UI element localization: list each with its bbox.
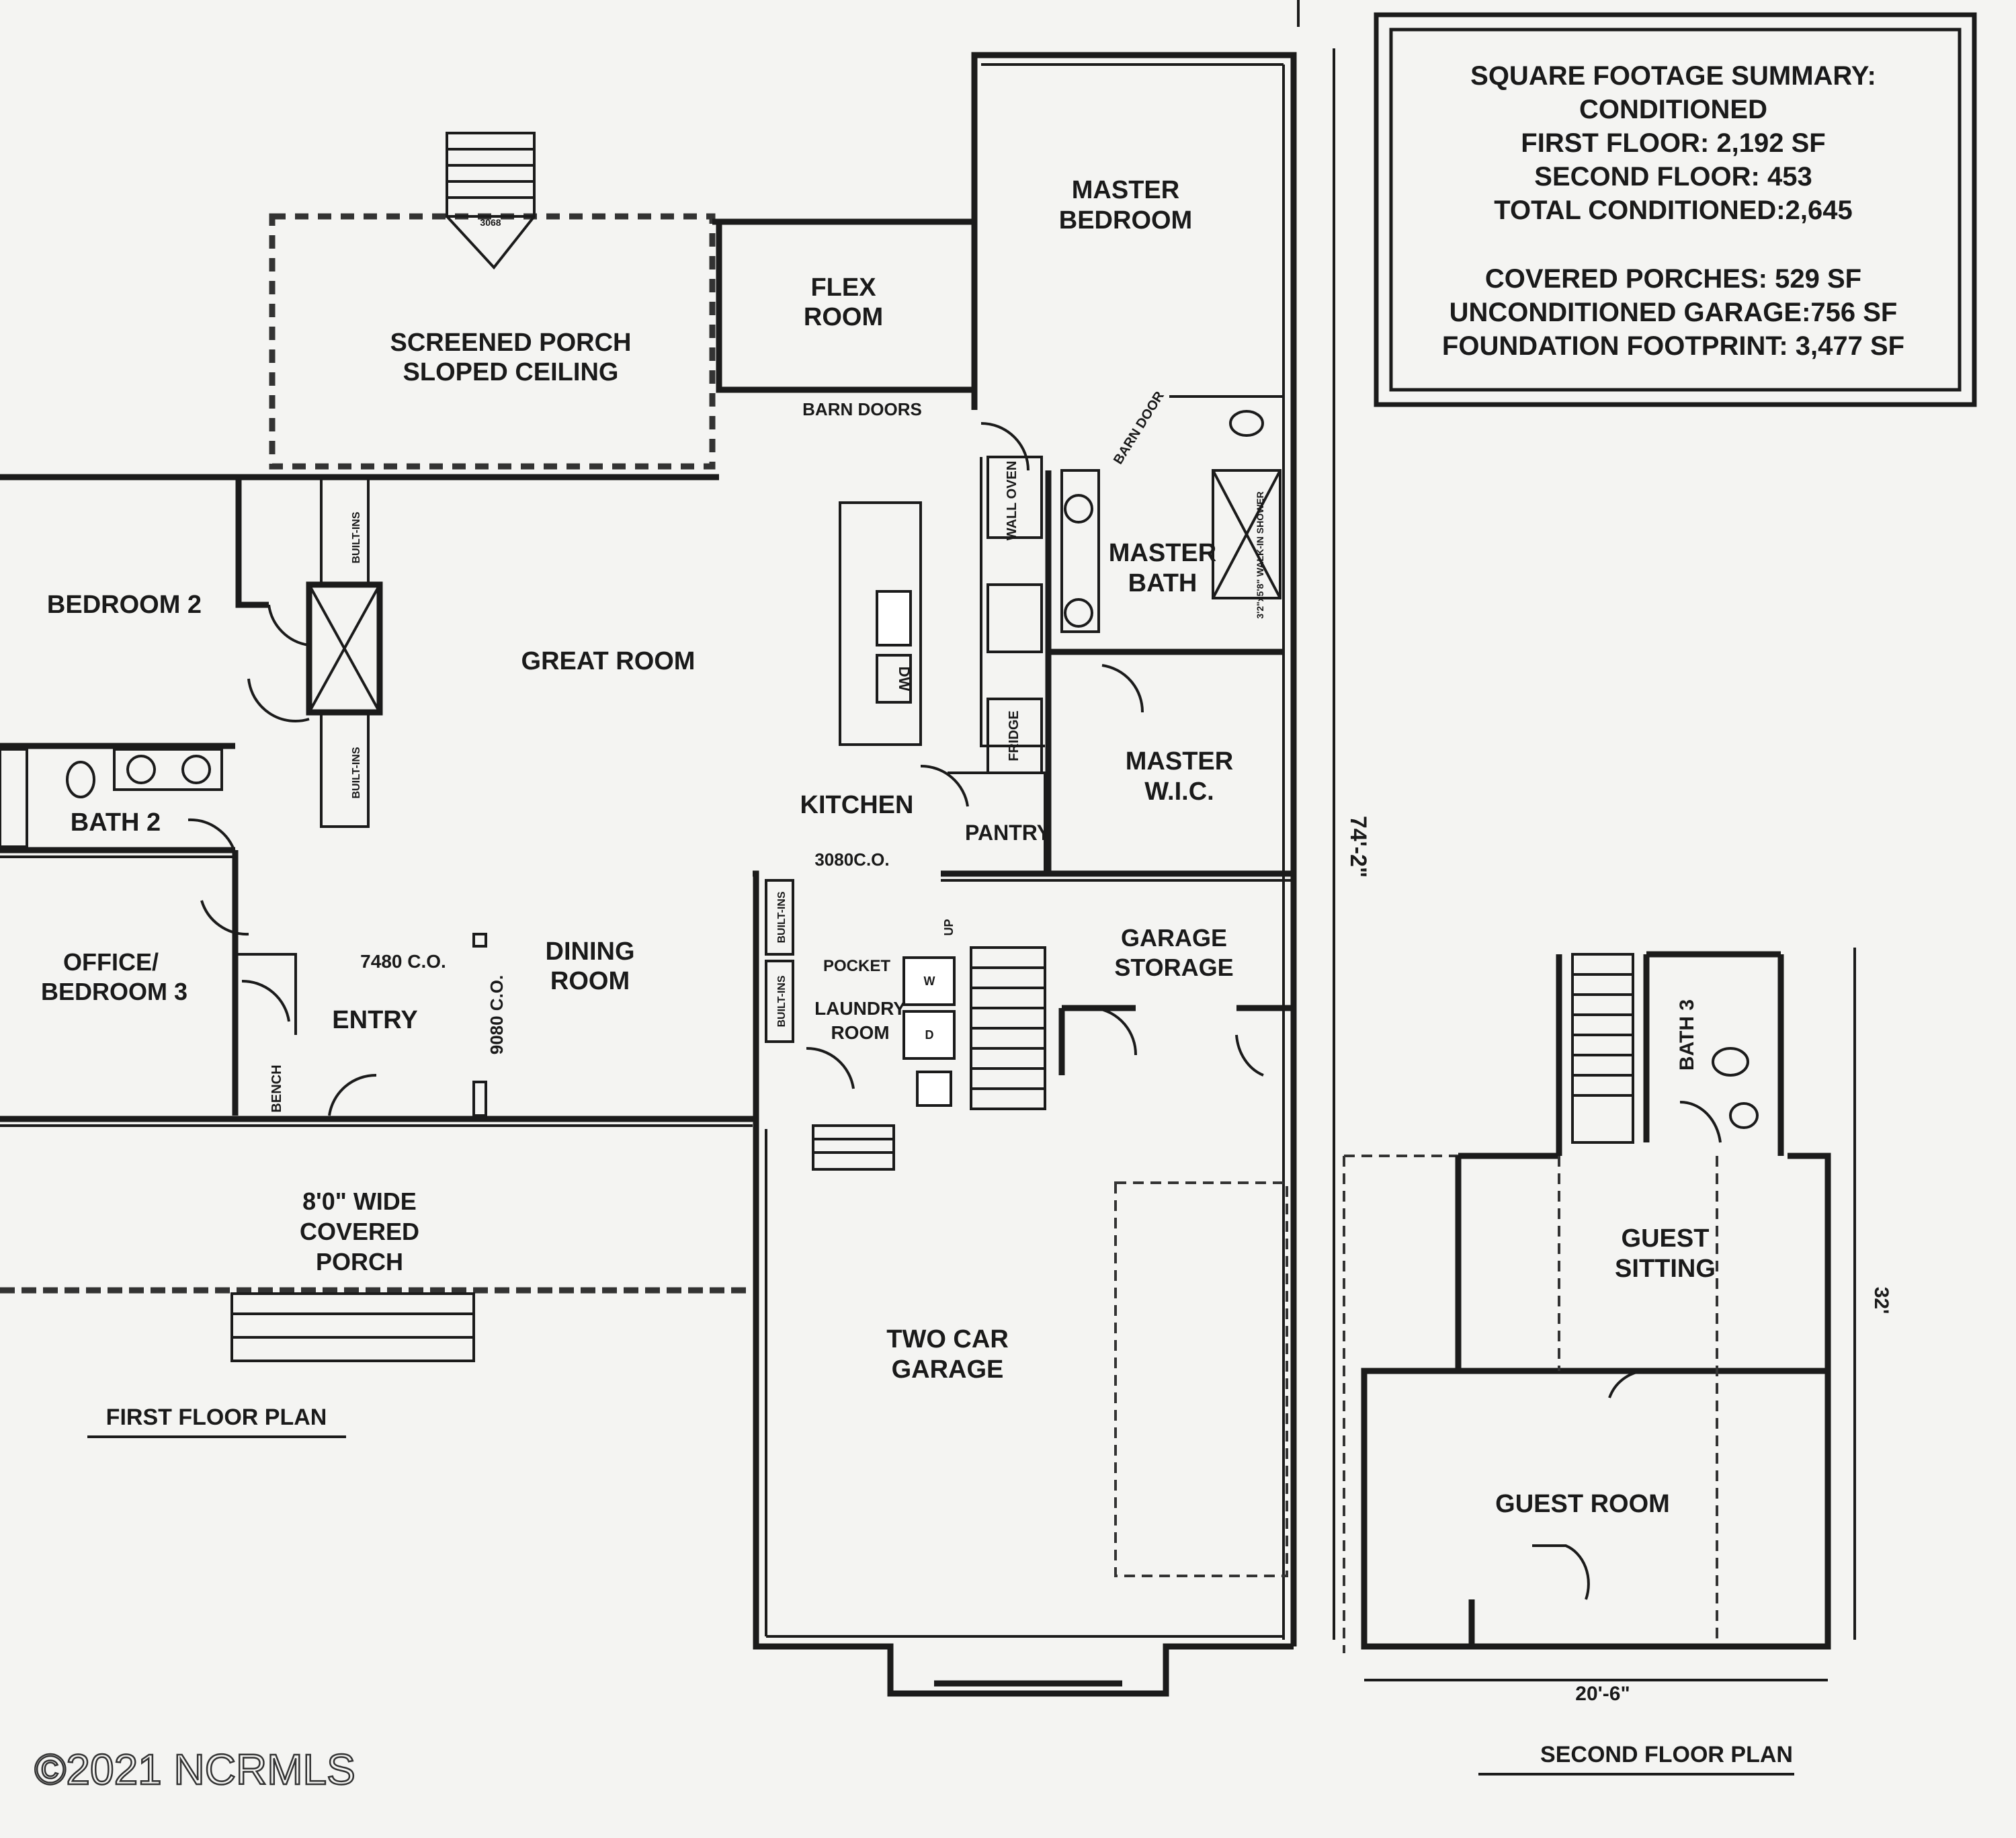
room-dining-2: ROOM	[550, 967, 630, 995]
room-covered-porch-2: COVERED	[300, 1218, 419, 1245]
summary-title: SQUARE FOOTAGE SUMMARY:	[1470, 61, 1876, 91]
room-master-wic: MASTER	[1126, 747, 1233, 776]
note-wall-oven: WALL OVEN	[1005, 461, 1019, 541]
room-master-wic-2: W.I.C.	[1144, 778, 1214, 806]
room-screened-porch: SCREENED PORCH	[390, 329, 632, 357]
note-walk-in-shower: 3'2"x5'8" WALK-IN SHOWER	[1255, 491, 1265, 619]
summary-foundation: FOUNDATION FOOTPRINT: 3,477 SF	[1442, 331, 1904, 361]
room-flex-2: ROOM	[804, 303, 883, 331]
room-master-bath-2: BATH	[1128, 569, 1198, 597]
second-floor-walls	[1343, 948, 1856, 1681]
note-built-ins-2: BUILT-INS	[351, 747, 362, 798]
room-bedroom-2: BEDROOM 2	[47, 591, 202, 619]
note-washer: W	[924, 974, 935, 988]
summary-porches: COVERED PORCHES: 529 SF	[1485, 264, 1861, 294]
note-9080-co: 9080 C.O.	[487, 975, 507, 1055]
note-up: UP	[942, 919, 956, 935]
room-office-2: BEDROOM 3	[41, 978, 187, 1005]
room-two-car-garage-2: GARAGE	[892, 1355, 1004, 1384]
first-floor-caption: FIRST FLOOR PLAN	[106, 1405, 327, 1430]
dimension-20-6: 20'-6"	[1575, 1683, 1630, 1705]
note-built-ins-4: BUILT-INS	[776, 975, 788, 1027]
room-guest-sitting: GUEST	[1622, 1224, 1710, 1253]
room-dining: DINING	[546, 937, 635, 966]
note-fridge: FRIDGE	[1007, 710, 1021, 761]
square-footage-summary: SQUARE FOOTAGE SUMMARY: CONDITIONED FIRS…	[1374, 12, 1977, 407]
room-master-bedroom: MASTER	[1072, 176, 1179, 204]
room-guest-sitting-2: SITTING	[1615, 1255, 1716, 1283]
room-guest-room: GUEST ROOM	[1495, 1490, 1670, 1518]
room-kitchen: KITCHEN	[800, 791, 914, 819]
room-garage-storage: GARAGE	[1121, 924, 1227, 952]
room-bath-2: BATH 2	[71, 808, 161, 837]
note-pocket: POCKET	[823, 957, 890, 975]
second-floor-labels: BATH 3 GUEST SITTING GUEST ROOM 32' 20'-…	[1478, 999, 1892, 1776]
first-floor-labels: SCREENED PORCH SLOPED CEILING FLEX ROOM …	[41, 176, 1371, 1438]
room-master-bedroom-2: BEDROOM	[1059, 206, 1192, 235]
note-3080-co: 3080C.O.	[814, 849, 889, 870]
note-door-3068: 3068	[480, 217, 501, 228]
room-laundry: LAUNDRY	[814, 998, 906, 1019]
watermark-ncrmls: ©2021 NCRMLS	[34, 1745, 355, 1794]
room-garage-storage-2: STORAGE	[1114, 954, 1233, 981]
note-built-ins-1: BUILT-INS	[351, 511, 362, 563]
room-office: OFFICE/	[63, 948, 159, 976]
summary-garage: UNCONDITIONED GARAGE:756 SF	[1450, 298, 1898, 327]
room-flex: FLEX	[810, 274, 876, 302]
summary-first-floor: FIRST FLOOR: 2,192 SF	[1521, 128, 1825, 158]
summary-second-floor: SECOND FLOOR: 453	[1534, 162, 1812, 192]
room-bath-3: BATH 3	[1676, 999, 1698, 1071]
room-laundry-2: ROOM	[831, 1022, 889, 1043]
dimension-74-2: 74'-2"	[1345, 816, 1371, 878]
note-barn-doors: BARN DOORS	[802, 399, 922, 419]
room-covered-porch: 8'0" WIDE	[302, 1187, 417, 1215]
room-pantry: PANTRY	[965, 821, 1051, 845]
room-two-car-garage: TWO CAR	[886, 1325, 1009, 1353]
note-7480-co: 7480 C.O.	[360, 951, 446, 972]
room-great-room: GREAT ROOM	[521, 647, 696, 675]
room-covered-porch-3: PORCH	[316, 1248, 403, 1276]
note-built-ins-3: BUILT-INS	[776, 891, 788, 943]
note-bench: BENCH	[269, 1064, 284, 1112]
summary-total: TOTAL CONDITIONED:2,645	[1494, 196, 1852, 225]
room-screened-porch-note: SLOPED CEILING	[403, 358, 619, 386]
note-dryer: D	[925, 1028, 934, 1042]
note-dishwasher: DW	[896, 667, 913, 692]
dimension-32: 32'	[1870, 1287, 1892, 1314]
room-entry: ENTRY	[332, 1006, 417, 1034]
first-floor-walls	[0, 0, 1335, 1697]
door-swings	[187, 422, 1722, 1398]
summary-conditioned: CONDITIONED	[1579, 95, 1767, 124]
second-floor-caption: SECOND FLOOR PLAN	[1540, 1742, 1793, 1767]
room-master-bath: MASTER	[1109, 539, 1216, 567]
